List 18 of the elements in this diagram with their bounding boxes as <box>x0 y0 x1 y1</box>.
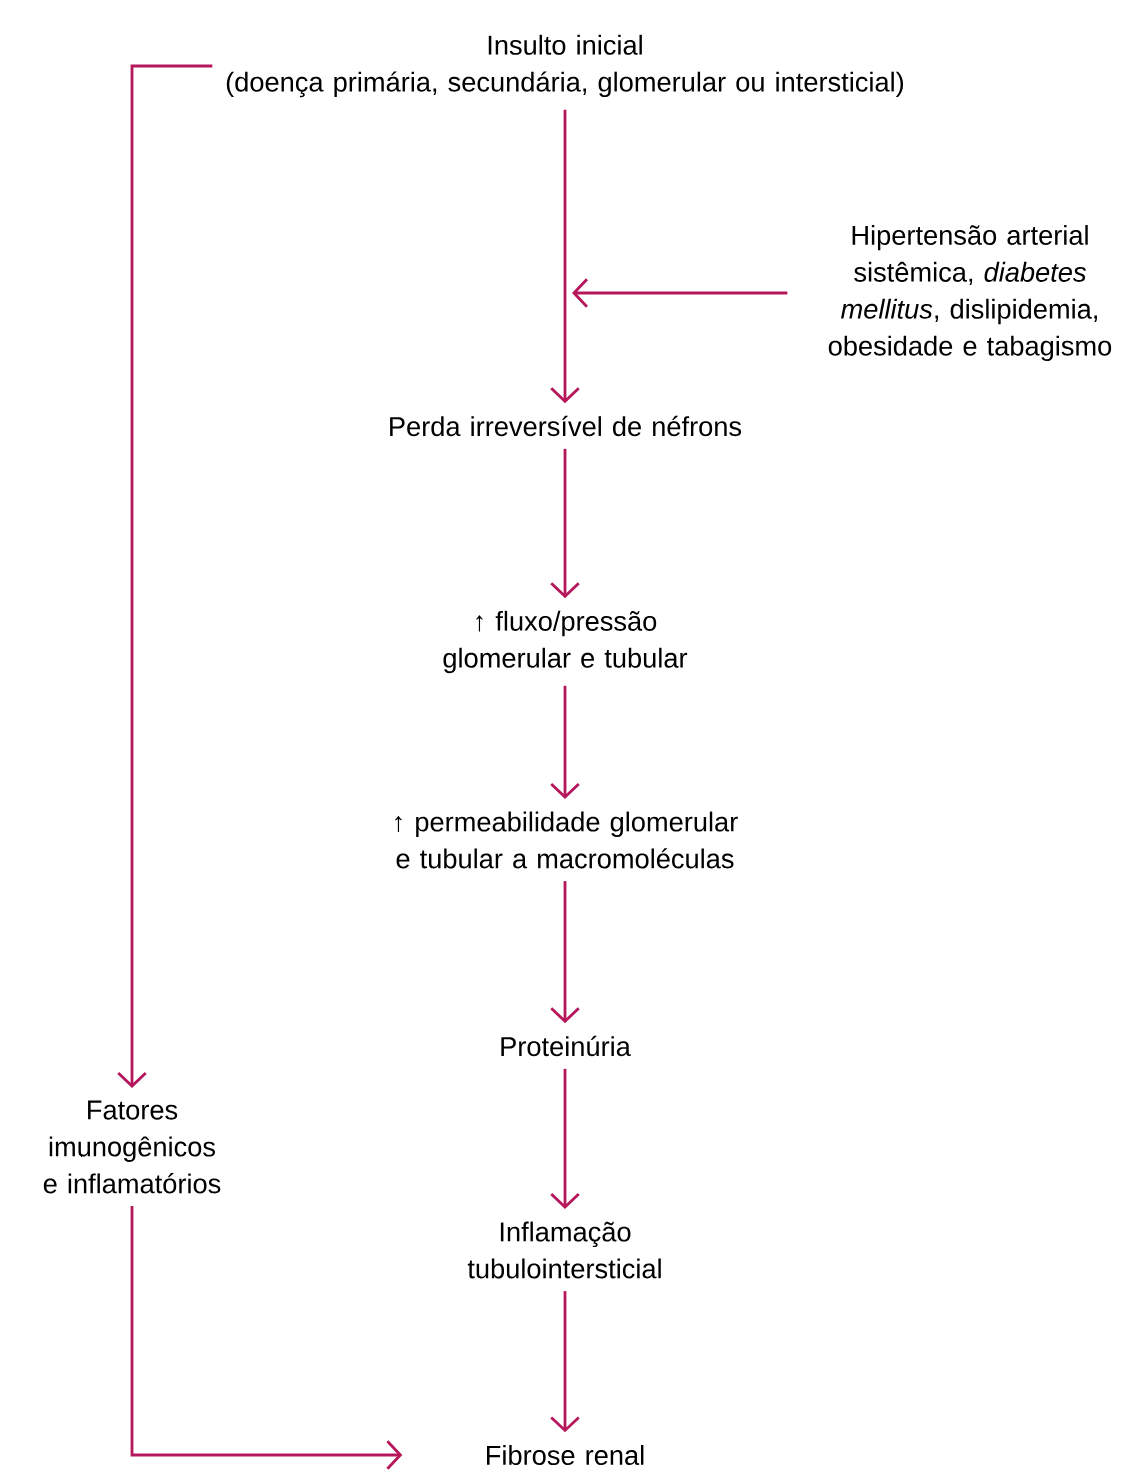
arrow <box>550 109 580 404</box>
flow-text: ↑ fluxo/pressão glomerular e tubular <box>443 610 688 674</box>
flow-text: Proteinúria <box>501 1035 631 1057</box>
arrow <box>117 64 213 1088</box>
arrow <box>130 1206 403 1470</box>
arrow <box>550 685 580 799</box>
flow-text: Perda irreversível de néfrons <box>390 415 742 437</box>
flow-text: Insulto inicial (doença primária, secundária, glomerular ou intersticial) <box>226 34 904 98</box>
flow-text: Inflamação tubulointersticial <box>467 1221 661 1279</box>
arrow <box>550 881 580 1024</box>
flow-text: Hipertensão arterial sistêmica, diabetes mellitus, dislipidemia, obesidade e tabagismo <box>828 224 1112 362</box>
arrow <box>550 1068 580 1209</box>
arrow <box>550 1291 580 1433</box>
flow-text: Fibrose renal <box>487 1445 644 1466</box>
arrow <box>550 448 580 599</box>
flow-text: ↑ permeabilidade glomerular e tubular a macromoléculas <box>395 811 738 869</box>
arrow <box>572 278 788 308</box>
flow-text: Fatores imunogênicos e inflamatórios <box>43 1100 221 1194</box>
